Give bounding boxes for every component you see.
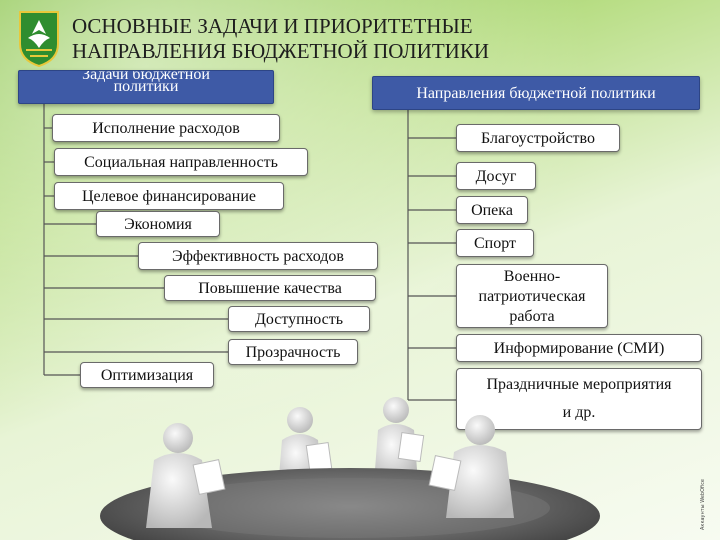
task-item-social: Социальная направленность [54, 148, 308, 176]
task-item-transparency: Прозрачность [228, 339, 358, 365]
task-item-efficiency: Эффективность расходов [138, 242, 378, 270]
task-item-optimization: Оптимизация [80, 362, 214, 388]
page-title-line1: ОСНОВНЫЕ ЗАДАЧИ И ПРИОРИТЕТНЫЕ [72, 14, 473, 38]
directions-header: Направления бюджетной политики [372, 76, 700, 110]
task-item-accessibility: Доступность [228, 306, 370, 332]
direction-item-media: Информирование (СМИ) [456, 334, 702, 362]
direction-item-military-patriotic: Военно- патриотическая работа [456, 264, 608, 328]
coat-of-arms-emblem [19, 11, 59, 68]
task-item-quality: Повышение качества [164, 275, 376, 301]
direction-item-holidays: Праздничные мероприятия и др. [456, 368, 702, 430]
holidays-line1: Праздничные мероприятия [486, 376, 672, 393]
tasks-header-line1: Задачи бюджетной [82, 70, 210, 83]
holidays-line2: и др. [562, 404, 596, 421]
military-patriotic-line2: патриотическая [478, 288, 586, 305]
direction-item-landscaping: Благоустройство [456, 124, 620, 152]
military-patriotic-line3: работа [509, 308, 555, 325]
meeting-table-illustration [100, 397, 600, 540]
task-item-execution: Исполнение расходов [52, 114, 280, 142]
tasks-header: Задачи бюджетной политики [18, 70, 274, 104]
direction-item-guardianship: Опека [456, 196, 528, 224]
military-patriotic-line1: Военно- [503, 268, 561, 285]
corner-watermark: Аккаунты WebOfice [700, 478, 706, 530]
direction-item-sport: Спорт [456, 229, 534, 257]
task-item-targeted-funding: Целевое финансирование [54, 182, 284, 210]
page-title: ОСНОВНЫЕ ЗАДАЧИ И ПРИОРИТЕТНЫЕ НАПРАВЛЕН… [72, 14, 632, 64]
task-item-economy: Экономия [96, 211, 220, 237]
tasks-header-line2: политики [113, 78, 179, 95]
direction-item-leisure: Досуг [456, 162, 536, 190]
page-title-line2: НАПРАВЛЕНИЯ БЮДЖЕТНОЙ ПОЛИТИКИ [72, 39, 489, 63]
